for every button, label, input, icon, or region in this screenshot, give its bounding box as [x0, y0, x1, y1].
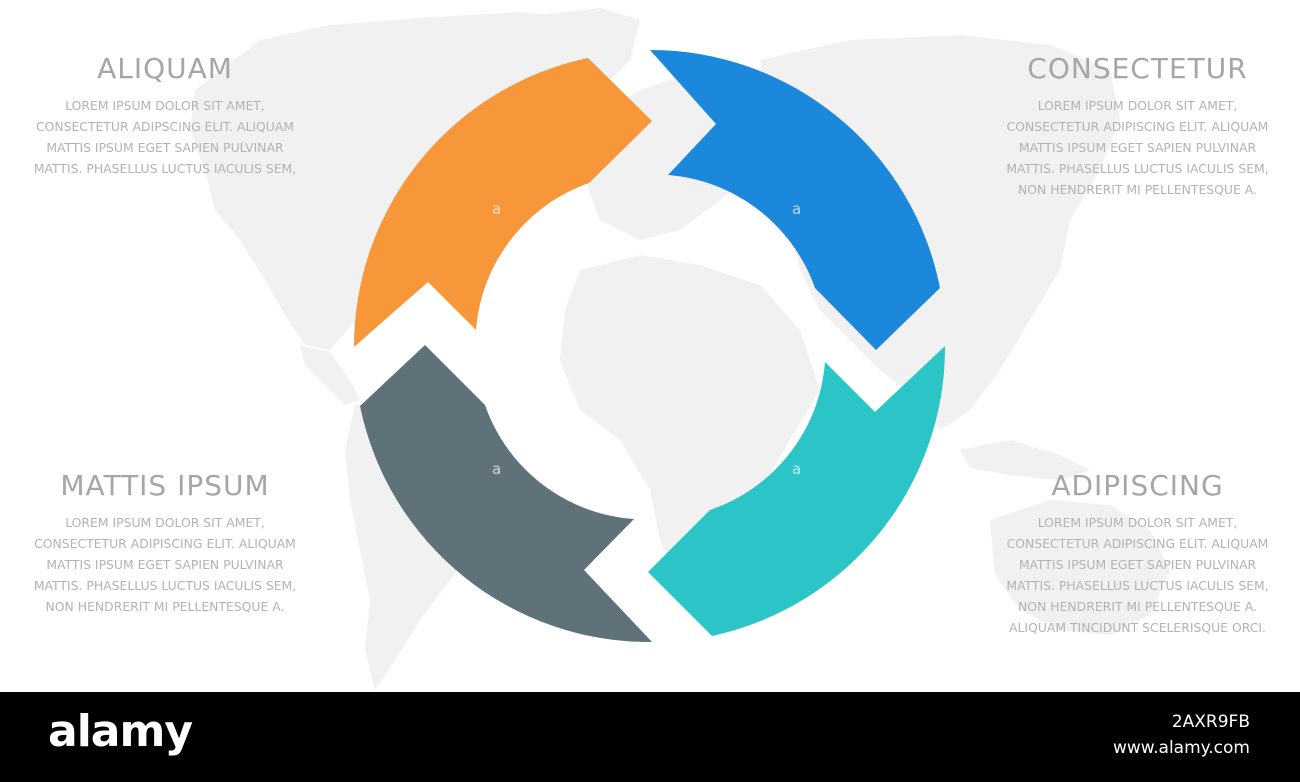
watermark-glyph: a [492, 200, 502, 218]
watermark-footer: alamy 2AXR9FB www.alamy.com [0, 692, 1300, 782]
block-body: LOREM IPSUM DOLOR SIT AMET, CONSECTETUR … [0, 512, 330, 617]
block-body: LOREM IPSUM DOLOR SIT AMET, CONSECTETUR … [965, 95, 1300, 200]
cycle-diagram [353, 49, 946, 643]
body-line: LOREM IPSUM DOLOR SIT AMET, [1037, 515, 1238, 530]
block-body: LOREM IPSUM DOLOR SIT AMET, CONSECTETUR … [965, 512, 1300, 638]
body-line: NON HENDRERIT MI PELLENTESQUE A. [1018, 182, 1257, 197]
body-line: ALIQUAM TINCIDUNT SCELERISQUE ORCI. [1009, 620, 1266, 635]
arrow-segment-orange [353, 58, 652, 347]
body-line: CONSECTETUR ADIPISCING ELIT. ALIQUAM [34, 536, 296, 551]
body-line: LOREM IPSUM DOLOR SIT AMET, [65, 515, 265, 530]
arrow-segment-slate [360, 345, 652, 643]
alamy-logo: alamy [48, 706, 193, 757]
body-line: MATTIS IPSUM EGET SAPIEN PULVINAR [1018, 140, 1257, 155]
body-line: CONSECTETUR ADIPISCING ELIT. ALIQUAM [1006, 536, 1269, 551]
body-line: MATTIS. PHASELLUS LUCTUS IACULIS SEM, [33, 578, 297, 593]
site-url: www.alamy.com [1112, 738, 1250, 758]
body-line: LOREM IPSUM DOLOR SIT AMET, [65, 98, 265, 113]
body-line: MATTIS. PHASELLUS LUCTUS IACULIS SEM, [1006, 161, 1269, 176]
body-line: LOREM IPSUM DOLOR SIT AMET, [1037, 98, 1238, 113]
body-line: NON HENDRERIT MI PELLENTESQUE A. [45, 599, 285, 614]
body-line: CONSECTETUR ADIPISCING ELIT. ALIQUAM [1006, 119, 1269, 134]
central-america-shape [300, 345, 360, 405]
block-title: CONSECTETUR [1027, 52, 1248, 85]
block-title: ADIPISCING [1051, 469, 1224, 502]
body-line: CONSECTETUR ADIPSCING ELIT. ALIQUAM [35, 119, 295, 134]
body-line: MATTIS IPSUM EGET SAPIEN PULVINAR [46, 140, 284, 155]
body-line: NON HENDRERIT MI PELLENTESQUE A. [1018, 599, 1257, 614]
watermark-glyph: a [792, 460, 802, 478]
block-title: ALIQUAM [97, 52, 233, 85]
australia-shape [990, 500, 1170, 635]
image-id: 2AXR9FB [1171, 712, 1250, 732]
arrow-segment-teal [648, 346, 946, 636]
watermark-glyph: a [492, 460, 502, 478]
block-body: LOREM IPSUM DOLOR SIT AMET, CONSECTETUR … [0, 95, 330, 179]
text-block-bottom-left: MATTIS IPSUM LOREM IPSUM DOLOR SIT AMET,… [0, 469, 330, 617]
arrow-segment-blue [650, 49, 940, 350]
block-title: MATTIS IPSUM [60, 469, 270, 502]
watermark-glyph: a [792, 200, 802, 218]
text-block-top-left: ALIQUAM LOREM IPSUM DOLOR SIT AMET, CONS… [0, 52, 330, 179]
text-block-top-right: CONSECTETUR LOREM IPSUM DOLOR SIT AMET, … [965, 52, 1300, 200]
body-line: MATTIS IPSUM EGET SAPIEN PULVINAR [1018, 557, 1257, 572]
body-line: MATTIS. PHASELLUS LUCTUS IACULIS SEM, [33, 161, 297, 176]
indonesia-shape [960, 440, 1090, 480]
body-line: MATTIS. PHASELLUS LUCTUS IACULIS SEM, [1006, 578, 1269, 593]
text-block-bottom-right: ADIPISCING LOREM IPSUM DOLOR SIT AMET, C… [965, 469, 1300, 638]
body-line: MATTIS IPSUM EGET SAPIEN PULVINAR [46, 557, 284, 572]
